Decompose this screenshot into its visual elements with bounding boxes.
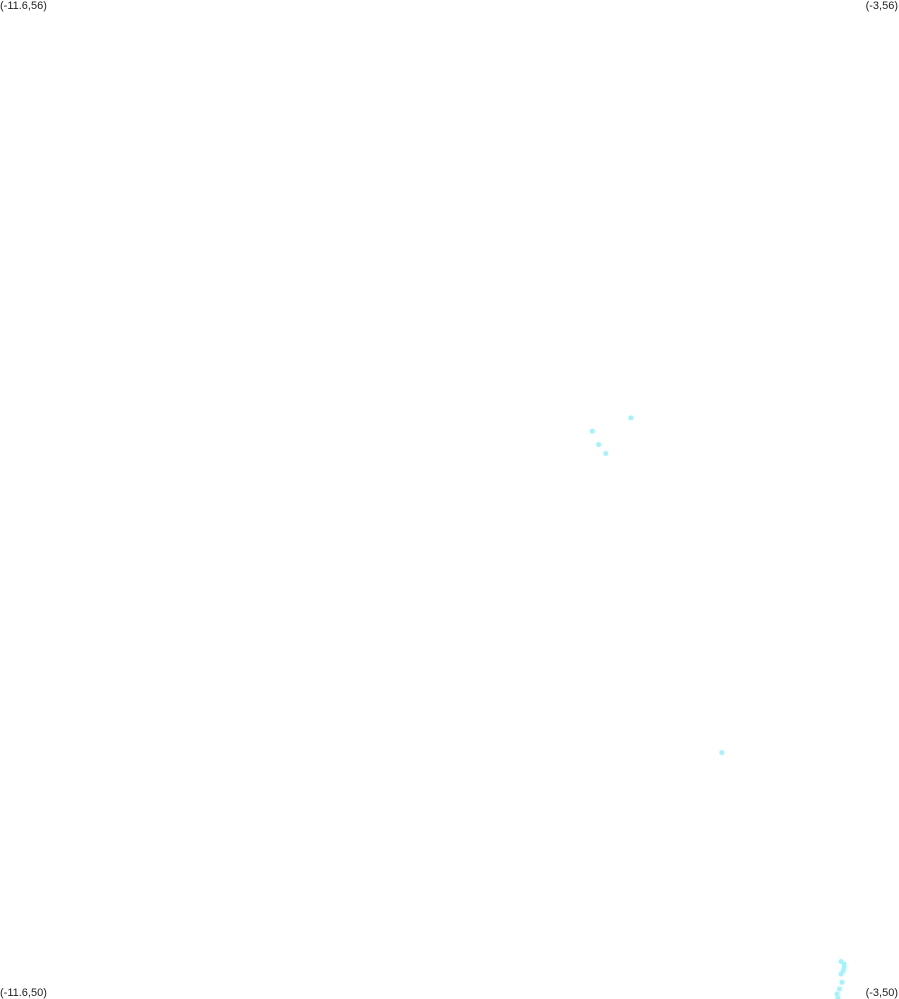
corner-label-bottom-left: (-11.6,50) — [0, 987, 47, 999]
map-point-4 — [719, 750, 725, 756]
map-point-3 — [603, 451, 609, 456]
map-point-1 — [589, 428, 595, 434]
map-point-11 — [834, 991, 840, 997]
map-point-2 — [596, 442, 602, 448]
map-point-0 — [628, 415, 634, 421]
corner-label-bottom-right: (-3,50) — [865, 987, 898, 999]
map-point-10 — [841, 961, 847, 967]
map-point-12 — [836, 986, 842, 992]
corner-label-top-left: (-11.6,56) — [0, 0, 47, 12]
map-point-13 — [835, 995, 841, 999]
map-point-9 — [839, 979, 845, 985]
corner-label-top-right: (-3,56) — [865, 0, 898, 12]
